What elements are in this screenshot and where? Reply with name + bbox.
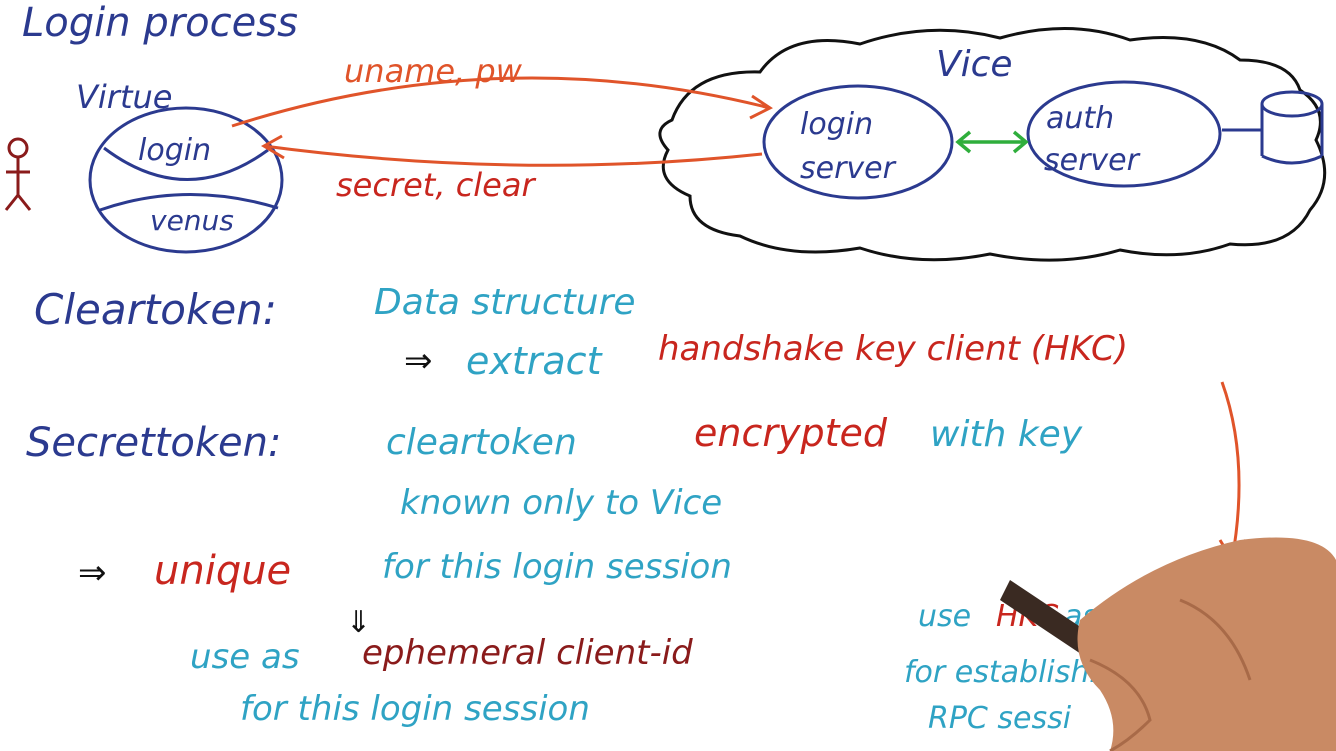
secrettoken-def-3: with key [930,414,1083,455]
login-auth-link [955,130,1029,154]
vice-label: Vice [936,44,1013,85]
login-server-label-1: login [800,107,873,142]
login-server-circle [762,84,954,200]
vice-cloud [658,27,1327,262]
use-line2: for this login session [240,689,590,729]
cleartoken-extract-word: extract [466,339,604,383]
virtue-login-label: login [138,133,211,168]
ephemeral-client-id: ephemeral client-id [362,633,693,673]
auth-server-circle [1026,80,1222,188]
response-label: secret, clear [336,166,536,204]
use-as-text: use as [190,637,300,677]
login-server-label-2: server [800,151,897,186]
virtue-divider-top [103,146,269,181]
auth-server-label-1: auth [1046,101,1114,136]
cleartoken-extract-key: handshake key client (HKC) [658,329,1128,369]
virtue-divider-bottom [99,193,279,212]
cleartoken-definition: Data structure [374,282,636,323]
page-title: Login process [22,0,298,46]
database-icon [1222,90,1324,165]
secrettoken-def-2: encrypted [694,411,888,455]
hkc-note-use: use [918,599,971,634]
response-arrow [261,134,763,167]
secrettoken-def-line2: known only to Vice [400,483,722,523]
hkc-arrow [1218,381,1248,563]
unique-word: unique [154,548,291,594]
virtue-circle [88,106,284,254]
hkc-note-line3: RPC sessi [928,701,1072,736]
user-figure-icon [4,137,32,211]
cleartoken-term: Cleartoken: [34,285,277,334]
auth-server-label-2: server [1044,143,1141,178]
request-arrow [231,76,773,128]
secrettoken-term: Secrettoken: [26,420,282,466]
down-arrow: ⇓ [346,605,371,640]
hand-with-marker-icon [1000,537,1336,751]
virtue-label: Virtue [76,78,172,116]
unique-rest: for this login session [382,547,732,587]
unique-arrow: ⇒ [78,553,107,593]
request-label: uname, pw [344,52,523,90]
secrettoken-def-1: cleartoken [386,422,577,463]
virtue-venus-label: venus [150,204,234,237]
cleartoken-extract-arrow: ⇒ [404,341,433,381]
